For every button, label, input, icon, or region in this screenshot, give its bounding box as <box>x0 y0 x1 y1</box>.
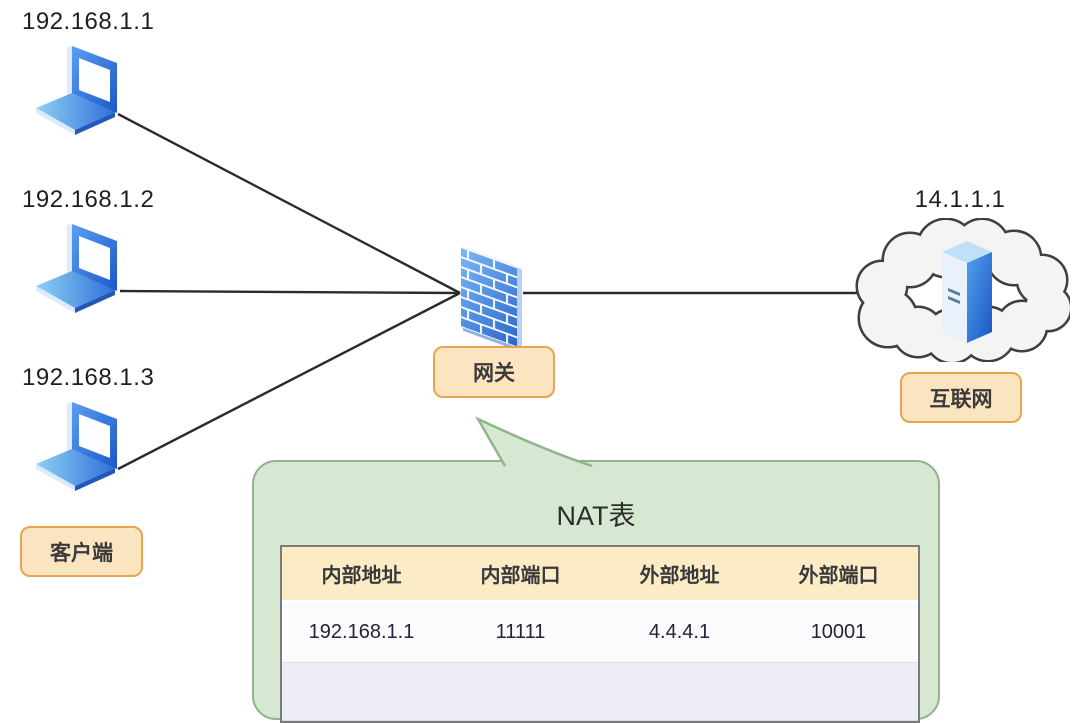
link-client3-gateway <box>117 291 461 471</box>
nat-col-external-port: 外部端口 <box>759 547 918 602</box>
laptop-icon <box>36 402 117 491</box>
nat-row1-external-address: 4.4.4.1 <box>600 602 759 663</box>
gateway-tag-label: 网关 <box>473 362 515 385</box>
client1-ip: 192.168.1.1 <box>22 8 155 35</box>
internet-tag: 互联网 <box>900 372 1022 423</box>
nat-row2-cell <box>600 663 759 721</box>
laptop-icon <box>36 224 117 313</box>
firewall-icon <box>461 246 522 352</box>
laptop-icon <box>36 46 117 135</box>
nat-row1-internal-address: 192.168.1.1 <box>282 602 441 663</box>
client-group-tag: 客户端 <box>20 526 143 577</box>
nat-row1-external-port: 10001 <box>759 602 918 663</box>
server-icon <box>942 241 992 343</box>
client2-ip: 192.168.1.2 <box>22 186 155 213</box>
gateway-tag: 网关 <box>433 346 555 398</box>
link-client2-gateway <box>119 289 461 295</box>
nat-table: 内部地址 内部端口 外部地址 外部端口 192.168.1.1 11111 4.… <box>280 545 920 723</box>
nat-col-internal-port: 内部端口 <box>441 547 600 602</box>
nat-row2-cell <box>759 663 918 721</box>
network-links <box>117 112 864 471</box>
internet-ip: 14.1.1.1 <box>914 186 1006 213</box>
nat-col-internal-address: 内部地址 <box>282 547 441 602</box>
bubble-tail <box>474 416 593 468</box>
nat-row1-internal-port: 11111 <box>441 602 600 663</box>
nat-row2-cell <box>441 663 600 721</box>
client3-ip: 192.168.1.3 <box>22 364 155 391</box>
nat-table-title: NAT表 <box>556 501 636 531</box>
nat-row2-cell <box>282 663 441 721</box>
nat-col-external-address: 外部地址 <box>600 547 759 602</box>
client-group-tag-label: 客户端 <box>50 541 113 565</box>
internet-tag-label: 互联网 <box>929 387 993 411</box>
nat-bubble: NAT表 内部地址 内部端口 外部地址 外部端口 192.168.1.1 111… <box>252 460 940 723</box>
link-client1-gateway <box>117 112 461 295</box>
